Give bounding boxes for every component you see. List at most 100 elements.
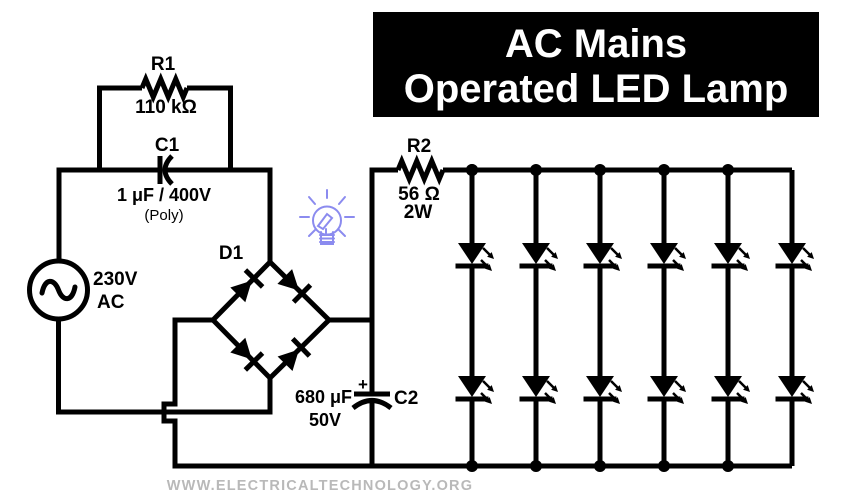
ac-source-type: AC bbox=[97, 292, 125, 313]
c1-note: (Poly) bbox=[144, 207, 183, 224]
bridge-rectifier-d1: D1 bbox=[209, 243, 372, 382]
title-line-1: AC Mains bbox=[505, 22, 687, 66]
d1-designator: D1 bbox=[219, 243, 244, 264]
sine-wave-icon bbox=[39, 278, 78, 302]
led-icon bbox=[778, 376, 806, 397]
emission-arrow-icon bbox=[805, 264, 812, 271]
capacitor-c1: C1 1 μF / 400V (Poly) bbox=[117, 135, 211, 224]
led-icon bbox=[650, 243, 678, 264]
emission-arrow-icon bbox=[615, 252, 622, 259]
r2-designator: R2 bbox=[407, 136, 431, 157]
light-bulb-icon bbox=[299, 189, 355, 245]
capacitor-plate bbox=[162, 154, 174, 186]
led-icon bbox=[650, 376, 678, 397]
led-icon bbox=[778, 243, 806, 264]
emission-arrow-icon bbox=[672, 392, 681, 401]
emission-arrow-icon bbox=[741, 264, 748, 271]
r1-value: 110 kΩ bbox=[135, 97, 197, 118]
emission-arrow-icon bbox=[674, 380, 683, 389]
emission-arrow-icon bbox=[551, 385, 558, 392]
diode-icon bbox=[230, 337, 252, 360]
emission-arrow-icon bbox=[800, 259, 809, 268]
bridge-diamond bbox=[209, 258, 333, 382]
emission-arrow-icon bbox=[551, 252, 558, 259]
emission-arrow-icon bbox=[802, 380, 811, 389]
emission-arrow-icon bbox=[610, 380, 619, 389]
junction-dot bbox=[530, 164, 542, 176]
emission-arrow-icon bbox=[805, 397, 812, 404]
emission-arrow-icon bbox=[807, 252, 814, 259]
diode-cathode-bar bbox=[291, 283, 313, 304]
watermark: WWW.ELECTRICALTECHNOLOGY.ORG bbox=[167, 478, 473, 494]
emission-arrow-icon bbox=[741, 397, 748, 404]
emission-arrow-icon bbox=[544, 392, 553, 401]
emission-arrow-icon bbox=[743, 385, 750, 392]
led-icon bbox=[458, 376, 486, 397]
c1-designator: C1 bbox=[155, 135, 180, 156]
negative-rail-wire bbox=[161, 317, 792, 469]
led-array bbox=[455, 164, 814, 472]
title-background bbox=[373, 12, 819, 117]
junction-dot bbox=[722, 164, 734, 176]
emission-arrow-icon bbox=[802, 247, 811, 256]
emission-arrow-icon bbox=[608, 259, 617, 268]
wire bbox=[56, 319, 273, 415]
emission-arrow-icon bbox=[480, 259, 489, 268]
emission-arrow-icon bbox=[487, 252, 494, 259]
c1-value: 1 μF / 400V bbox=[117, 185, 211, 205]
emission-arrow-icon bbox=[480, 392, 489, 401]
diode-cathode-bar bbox=[290, 337, 312, 358]
c2-voltage: 50V bbox=[309, 410, 341, 430]
emission-arrow-icon bbox=[613, 264, 620, 271]
r1-designator: R1 bbox=[151, 54, 176, 75]
r2-value: 56 Ω bbox=[398, 184, 440, 205]
led-icon bbox=[522, 243, 550, 264]
led-icon bbox=[586, 243, 614, 264]
emission-arrow-icon bbox=[485, 264, 492, 271]
emission-arrow-icon bbox=[482, 247, 491, 256]
emission-arrow-icon bbox=[482, 380, 491, 389]
junction-dot bbox=[722, 460, 734, 472]
title-banner: AC Mains Operated LED Lamp bbox=[373, 12, 819, 117]
capacitor-plate bbox=[351, 398, 393, 411]
wire bbox=[187, 85, 233, 170]
led-string-2 bbox=[519, 164, 558, 472]
emission-arrow-icon bbox=[674, 247, 683, 256]
wire bbox=[97, 85, 142, 170]
input-wiring bbox=[56, 167, 792, 469]
emission-arrow-icon bbox=[608, 392, 617, 401]
led-string-6 bbox=[775, 170, 814, 466]
emission-arrow-icon bbox=[549, 397, 556, 404]
emission-arrow-icon bbox=[743, 252, 750, 259]
capacitor-c2: + 680 μF 50V C2 bbox=[295, 167, 418, 466]
emission-arrow-icon bbox=[613, 397, 620, 404]
led-icon bbox=[522, 376, 550, 397]
emission-arrow-icon bbox=[546, 380, 555, 389]
junction-dot bbox=[530, 460, 542, 472]
emission-arrow-icon bbox=[738, 247, 747, 256]
emission-arrow-icon bbox=[549, 264, 556, 271]
emission-arrow-icon bbox=[800, 392, 809, 401]
emission-arrow-icon bbox=[615, 385, 622, 392]
led-string-3 bbox=[583, 164, 622, 472]
resistor-r1: R1 110 kΩ bbox=[97, 54, 233, 170]
led-string-5 bbox=[711, 164, 750, 472]
c2-polarity: + bbox=[358, 375, 368, 394]
title-line-2: Operated LED Lamp bbox=[404, 67, 789, 111]
resistor-r2: R2 56 Ω 2W bbox=[395, 136, 792, 223]
wire bbox=[167, 167, 273, 262]
r2-power: 2W bbox=[404, 202, 433, 223]
diode-icon bbox=[277, 349, 299, 371]
junction-dot bbox=[594, 460, 606, 472]
emission-arrow-icon bbox=[544, 259, 553, 268]
diode-cathode-bar bbox=[243, 351, 265, 372]
ac-source-voltage: 230V bbox=[93, 269, 138, 290]
junction-dot bbox=[658, 164, 670, 176]
wire bbox=[369, 167, 398, 392]
emission-arrow-icon bbox=[677, 397, 684, 404]
led-icon bbox=[458, 243, 486, 264]
junction-dot bbox=[594, 164, 606, 176]
emission-arrow-icon bbox=[485, 397, 492, 404]
emission-arrow-icon bbox=[738, 380, 747, 389]
